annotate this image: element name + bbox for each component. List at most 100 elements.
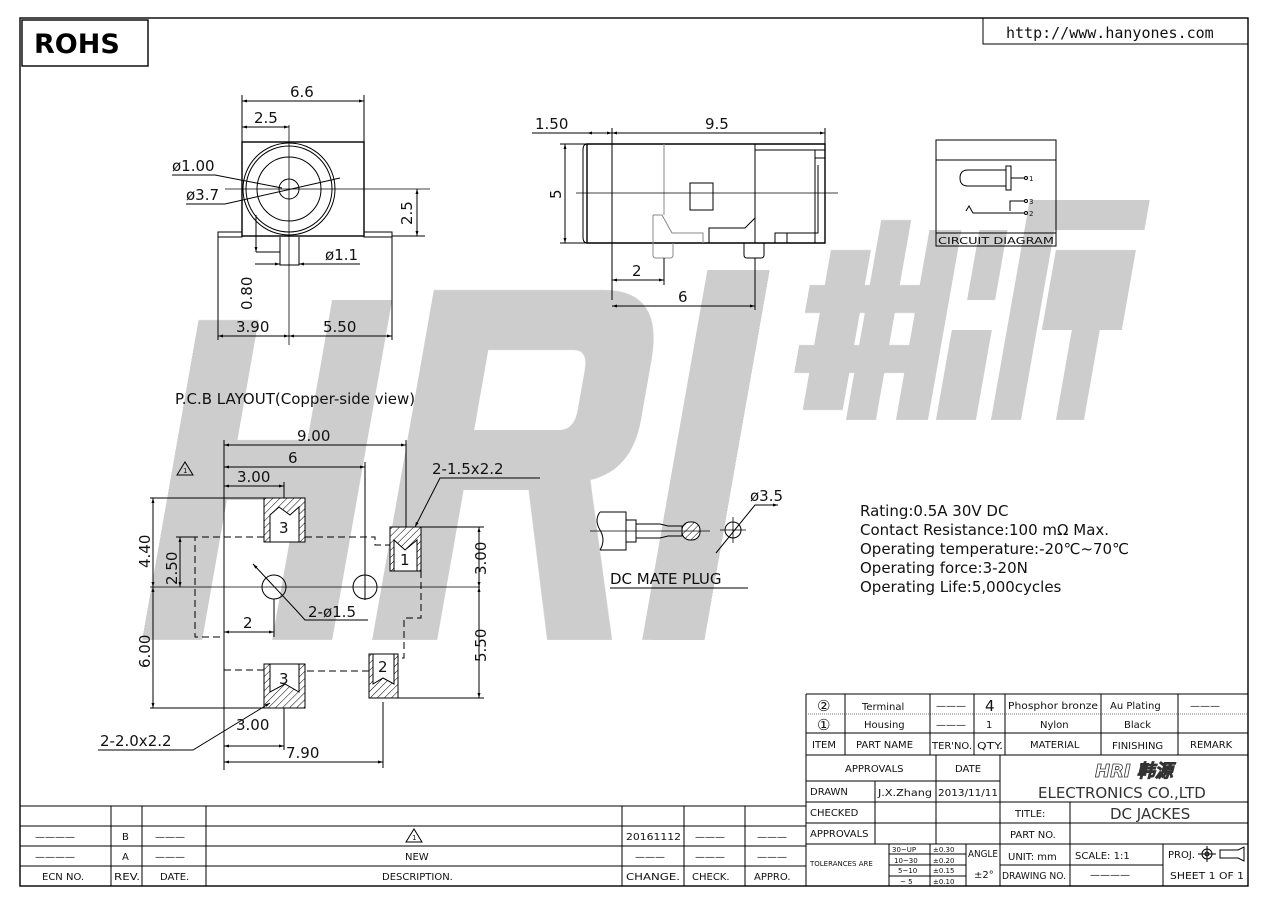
bom-headers-material: MATERIAL: [1030, 740, 1080, 751]
revisions-rows-1-date: ———: [155, 852, 185, 863]
revisions-rows-1-ecn: ————: [35, 852, 75, 863]
side_view-dims-length: 9.5: [705, 115, 729, 133]
pcb-dims-d250: 2.50: [163, 552, 181, 585]
titleblock-sheet: SHEET 1 OF 1: [1170, 871, 1244, 882]
titleblock-angle_tol: ±2°: [974, 870, 994, 881]
revisions-rows-0-ecn: ————: [35, 832, 75, 843]
side_view-dims-pin1: 2: [632, 262, 642, 280]
titleblock-proj: PROJ.: [1168, 850, 1195, 861]
titleblock-tol_values-2: ±0.15: [933, 867, 954, 875]
bom-rows-0-part: Terminal: [861, 702, 904, 713]
plug-dia: ø3.5: [750, 487, 783, 505]
titleblock-drawn_date: 2013/11/11: [938, 788, 998, 799]
titleblock-company: ELECTRONICS CO.,LTD: [1038, 784, 1206, 802]
front_view-dims-width: 6.6: [290, 83, 314, 101]
watermark-logo: [142, 200, 1150, 640]
circuit-label: CIRCUIT DIAGRAM: [938, 236, 1054, 247]
company-logo: HRI 韩源: [1095, 761, 1177, 782]
side_view-dims-height: 5: [547, 189, 565, 199]
dc-mate-plug: ø3.5 DC MATE PLUG: [590, 487, 783, 589]
titleblock-tol_ranges-3: ~ 5: [900, 878, 913, 886]
pcb-dims-slot1: 2-1.5x2.2: [432, 460, 504, 478]
front_view-dims-right: 5.50: [323, 318, 356, 336]
bom-rows-0-qty: 4: [985, 697, 995, 715]
bom-rows-0-material: Phosphor bronze: [1008, 701, 1098, 712]
titleblock-title: DC JACKES: [1110, 805, 1190, 823]
pcb-pads-3: 2: [378, 658, 388, 676]
pcb-dims-d440: 4.40: [136, 535, 154, 568]
revisions-rows-0-date: ———: [155, 832, 185, 843]
side_view-dims-pin2: 6: [678, 288, 688, 306]
bom-rows-1-material: Nylon: [1040, 720, 1069, 731]
revisions-headers-check: CHECK.: [692, 872, 730, 883]
sheet-border: [19, 17, 1249, 887]
specs-4: Operating Life:5,000cycles: [860, 578, 1062, 596]
titleblock-tolerances: TOLERANCES ARE: [809, 860, 873, 868]
titleblock-checked: CHECKED: [810, 808, 859, 819]
titleblock-tol_values-1: ±0.20: [933, 857, 954, 865]
bom-rows-1-item: ①: [817, 716, 830, 734]
specs-2: Operating temperature:-20℃~70℃: [860, 540, 1129, 558]
bom-headers-remark: REMARK: [1190, 740, 1233, 751]
circuit-pins-1: 3: [1029, 198, 1033, 206]
revisions-rows-1-change: ———: [635, 852, 665, 863]
titleblock-scale: SCALE: 1:1: [1075, 851, 1130, 862]
revisions-headers-rev: REV.: [114, 872, 140, 883]
titleblock-drawn_by: J.X.Zhang: [877, 788, 932, 799]
pcb-dims-d790: 7.90: [286, 744, 319, 762]
titleblock-approvals_h: APPROVALS: [845, 764, 904, 775]
titleblock-unit: UNIT: mm: [1008, 852, 1057, 863]
revisions-rows-0-rev: B: [122, 832, 129, 843]
specs-1: Contact Resistance:100 mΩ Max.: [860, 521, 1109, 539]
revisions-headers-change: CHANGE.: [626, 872, 680, 883]
circuit-pins-0: 1: [1029, 175, 1033, 183]
revisions-rows-0-desc_mark: 1: [412, 834, 416, 842]
bom-headers-ter: TER'NO.: [931, 741, 972, 752]
titleblock-tol_values-3: ±0.10: [933, 878, 954, 886]
revisions-rows-1-check: ———: [695, 852, 725, 863]
specifications: Rating:0.5A 30V DC Contact Resistance:10…: [860, 502, 1129, 596]
revision-table: ———— B ——— 1 20161112 ——— ——— ———— A ———…: [20, 805, 806, 886]
titleblock-approvals: APPROVALS: [810, 829, 869, 840]
circuit-diagram: 1 3 2 CIRCUIT DIAGRAM: [935, 139, 1057, 247]
pcb-rev_mark: 1: [183, 467, 187, 475]
bom-rows-1-part: Housing: [864, 720, 905, 731]
titleblock-title_label: TITLE:: [1014, 809, 1045, 820]
bom-headers-qty: QTY.: [977, 741, 1003, 752]
titleblock-drawn: DRAWN: [810, 787, 848, 798]
titleblock-tol_ranges-1: 10~30: [894, 857, 918, 865]
revisions-rows-1-desc: NEW: [405, 852, 429, 863]
pcb-dims-d900: 9.00: [297, 427, 330, 445]
bom-rows-1-qty: 1: [986, 720, 992, 731]
bom-rows-0-finishing: Au Plating: [1110, 701, 1161, 712]
titleblock-tol_values-0: ±0.30: [933, 846, 954, 854]
titleblock-tol_ranges-0: 30~UP: [892, 846, 916, 854]
pcb-title: P.C.B LAYOUT(Copper-side view): [175, 390, 415, 408]
front_view-dims-body_dia: ø3.7: [186, 186, 219, 204]
bom-headers-finishing: FINISHING: [1112, 741, 1163, 752]
pcb-pads-0: 3: [279, 519, 289, 537]
revisions-headers-date: DATE.: [160, 872, 189, 883]
pcb-dims-holes: 2-ø1.5: [308, 603, 356, 621]
bom-rows-0-item: ②: [817, 697, 830, 715]
rohs-label: ROHS: [34, 29, 120, 60]
title-block: APPROVALS DATE DRAWN J.X.Zhang 2013/11/1…: [806, 755, 1248, 886]
plug-label: DC MATE PLUG: [610, 570, 722, 588]
revisions-headers-appro: APPRO.: [754, 872, 791, 883]
pcb-dims-d600: 6.00: [136, 635, 154, 668]
titleblock-date_h: DATE: [955, 764, 981, 775]
revisions-rows-1-rev: A: [122, 852, 129, 863]
bom-rows-0-ter: ———: [936, 701, 966, 712]
circuit-pins-2: 2: [1029, 210, 1033, 218]
front_view-dims-pin_dia: ø1.1: [325, 246, 358, 264]
pcb-dims-d300b: 3.00: [236, 716, 269, 734]
bom-table: ② Terminal ——— 4 Phosphor bronze Au Plat…: [805, 693, 1248, 886]
titleblock-drawing_no_val: ————: [1090, 870, 1130, 881]
pcb-dims-d550: 5.50: [472, 629, 490, 662]
pcb-dims-d300r: 3.00: [472, 542, 490, 575]
front_view-dims-hole: ø1.00: [172, 157, 215, 175]
pcb-layout: P.C.B LAYOUT(Copper-side view) 1 3 1 3 2…: [98, 390, 540, 770]
bom-rows-0-remark: ———: [1190, 701, 1220, 712]
front-view: 6.6 2.5 ø1.00 ø3.7 2.5 ø1.1 0.80 3.90 5.…: [172, 83, 430, 345]
revisions-headers-ecn: ECN NO.: [42, 872, 84, 883]
